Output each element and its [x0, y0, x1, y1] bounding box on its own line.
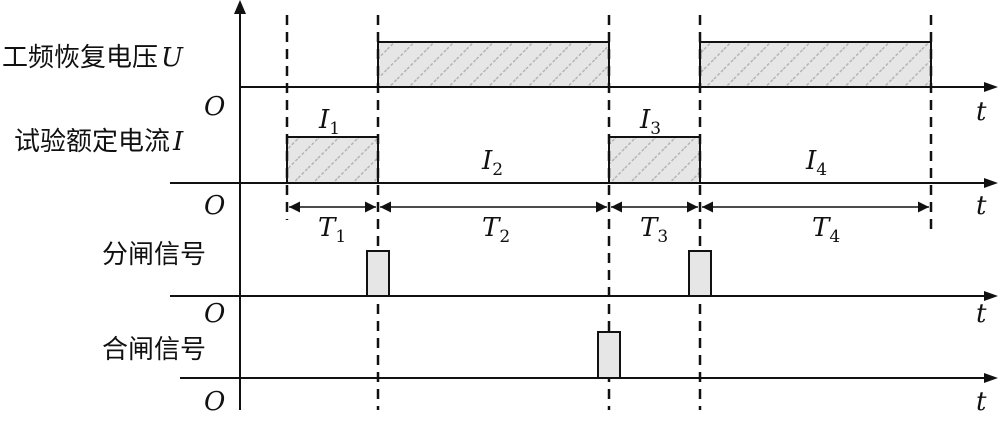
vertical-axis-arrow [234, 0, 246, 14]
origin-label-current: O [204, 191, 225, 221]
voltage-block-2 [699, 41, 932, 88]
open-pulse-2 [688, 250, 712, 297]
t-label-voltage: t [976, 97, 987, 127]
interval-label-2: T2 [482, 213, 510, 247]
t-label-current: t [976, 191, 987, 221]
origin-label-voltage: O [204, 92, 225, 122]
time-axis-current-arrow [984, 178, 998, 188]
time-axis-open-signal-arrow [984, 291, 998, 301]
current-label-1: I1 [318, 105, 340, 139]
row-label-close-signal: 合闸信号 [102, 335, 206, 365]
close-pulse-1 [597, 331, 621, 379]
current-label-4: I4 [805, 146, 827, 180]
current-label-2: I2 [481, 146, 503, 180]
time-axis-voltage-arrow [984, 82, 998, 92]
interval-label-3: T3 [640, 213, 668, 247]
time-axis-close-signal-arrow [984, 373, 998, 383]
current-block-1 [286, 136, 379, 184]
row-label-open-signal: 分闸信号 [102, 240, 206, 270]
origin-label-open: O [204, 299, 225, 329]
current-block-3 [608, 136, 701, 184]
current-label-3: I3 [639, 105, 661, 139]
origin-label-close: O [204, 387, 225, 417]
interval-label-4: T4 [812, 213, 840, 247]
t-label-open: t [976, 299, 987, 329]
open-pulse-1 [366, 250, 390, 297]
t-label-close: t [976, 387, 987, 417]
voltage-block-1 [377, 41, 610, 88]
interval-label-1: T1 [318, 213, 346, 247]
